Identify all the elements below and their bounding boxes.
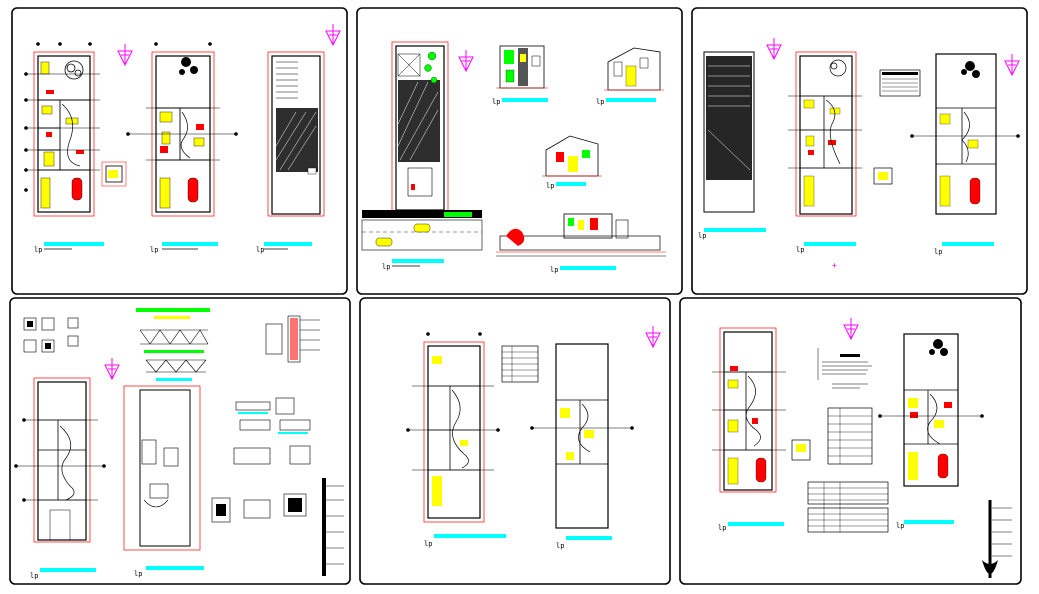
panel-2-frame [356,7,683,295]
panel-3-floor-plans: lp lp + [698,51,1020,270]
svg-text:lp: lp [256,246,264,254]
gridline-bubble-icon [24,42,92,192]
tree-symbol-icon [829,59,847,77]
panel-2-site-and-elevations: lp lp lp lp lp [361,41,666,274]
north-arrow-icon [117,44,133,67]
svg-text:lp: lp [30,572,38,580]
panel-4-structural-details: lp lp [14,308,344,580]
svg-text:lp: lp [550,266,558,274]
tree-symbol-icon [64,60,84,80]
svg-text:lp: lp [424,540,432,548]
panel-6-plumbing-plans: lp [712,327,1012,578]
north-arrows [104,24,1020,381]
north-arrow-icon [325,24,341,47]
tree-symbol-icon [424,51,438,84]
svg-text:lp: lp [546,182,554,190]
panel-4-frame [9,297,351,585]
north-arrow-icon [458,50,474,73]
car-symbol-icon [187,177,199,203]
panel-frames [9,7,1028,585]
svg-text:lp: lp [896,522,904,530]
svg-text:+: + [832,261,837,270]
panel-5-frame [359,297,671,585]
north-arrow-icon [843,318,859,341]
north-arrow-icon [645,326,661,349]
panel-3-frame [691,7,1028,295]
svg-text:lp: lp [134,570,142,578]
north-arrow-icon [766,38,782,61]
panel-6-frame [679,297,1022,585]
svg-text:lp: lp [150,246,158,254]
panel-1-ground-floor-plan: lp lp [24,42,325,254]
tree-symbol-icon [179,57,198,75]
svg-text:lp: lp [382,263,390,271]
svg-text:lp: lp [596,98,604,106]
panel-1-frame [11,7,348,295]
tree-symbol-icon [929,339,948,356]
tree-symbol-icon [961,61,980,78]
car-symbol-icon [969,177,981,205]
svg-text:lp: lp [34,246,42,254]
svg-text:lp: lp [556,542,564,550]
north-arrow-icon [104,358,120,381]
car-symbol-icon [71,177,83,201]
car-symbol-icon [755,457,767,483]
svg-text:lp: lp [698,232,706,240]
svg-text:lp: lp [492,98,500,106]
car-symbol-icon [937,453,949,479]
svg-text:lp: lp [796,246,804,254]
svg-text:lp: lp [934,248,942,256]
north-arrow-icon [1004,54,1020,77]
panel-5-electrical-plans: lp lp [406,332,634,550]
structural-truss [136,308,210,381]
title-bar [44,242,104,246]
svg-text:lp: lp [718,524,726,532]
car-symbol-icon [375,237,393,247]
